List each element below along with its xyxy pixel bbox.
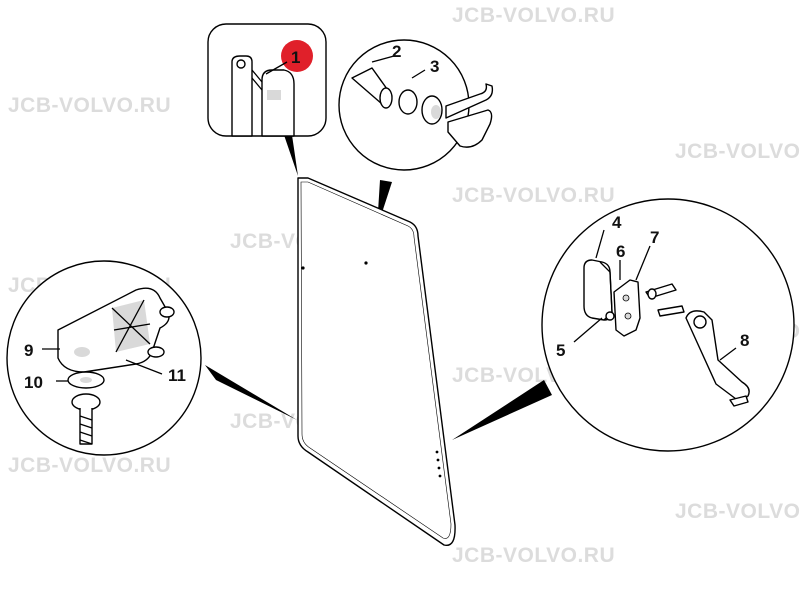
glass-panel [297, 177, 456, 547]
leader-line-1 [265, 61, 288, 75]
washer-hole [80, 377, 92, 383]
stay-arm-8 [685, 310, 750, 403]
handle-lever-upper [445, 83, 494, 119]
watermark: JCB-VOLVO.RU [452, 184, 615, 207]
highlight-marker [281, 40, 313, 72]
panel-hole [436, 458, 440, 462]
leader-line-5 [573, 317, 603, 343]
part-number-4: 4 [612, 213, 622, 232]
seal-profile-right [261, 69, 295, 137]
leader-line-2 [371, 55, 395, 63]
pointer-top-left [284, 135, 298, 176]
watermark: JCB-VOLVO.RU [675, 500, 800, 523]
panel-hole [364, 261, 368, 265]
leader-line-4 [595, 229, 605, 259]
detail-hinge-bracket: 9 10 11 [6, 260, 202, 456]
panel-hole [301, 266, 305, 270]
panel-hole [437, 466, 441, 470]
watermark: JCB-VOLVO.RU [675, 140, 800, 163]
part-number-2: 2 [392, 42, 401, 61]
seal-lip [251, 69, 263, 91]
bracket-ribs [111, 299, 151, 353]
part-number-6: 6 [616, 242, 625, 261]
glass-panel-outline [297, 177, 456, 547]
detail-frame [541, 198, 795, 452]
fixing-stud-5 [605, 311, 615, 321]
watermark: JCB-VOLVO.RU [452, 544, 615, 567]
screw-head [71, 393, 101, 411]
latch-pin-end [379, 87, 393, 109]
bracket-lug [159, 306, 175, 318]
seal-groove [267, 90, 281, 100]
seal-profile-left [231, 55, 253, 137]
washer [398, 89, 418, 115]
part-number-3: 3 [430, 57, 439, 76]
panel-hole [438, 474, 442, 478]
handle-grip [447, 109, 493, 148]
leader-line-3 [411, 69, 426, 79]
bracket-lug [147, 346, 165, 358]
arm-bolt [729, 395, 749, 407]
leader-line-8 [719, 347, 737, 361]
panel-hole [435, 450, 439, 454]
plate-hole [622, 294, 630, 302]
callout-pointers [205, 135, 552, 440]
plate-hole [624, 312, 632, 320]
pointer-left [205, 365, 297, 420]
screw-thread [79, 415, 93, 445]
part-number-11: 11 [168, 366, 186, 385]
bolt-lower [657, 305, 685, 317]
part-number-1: 1 [291, 48, 300, 67]
part-number-9: 9 [24, 341, 33, 360]
glass-panel-inner-edge [300, 181, 452, 539]
bolt-7-washer [647, 288, 657, 300]
arm-pivot [693, 315, 707, 329]
hinge-plate-6 [613, 279, 641, 337]
watermark: JCB-VOLVO.RU [8, 94, 171, 117]
detail-latch-handle: 2 3 [338, 39, 494, 171]
pointer-right [452, 380, 552, 440]
detail-seal-profile: 1 [207, 23, 327, 137]
part-number-7: 7 [650, 228, 659, 247]
leader-line-11 [125, 359, 163, 375]
part-number-10: 10 [24, 373, 43, 392]
part-number-5: 5 [556, 341, 565, 360]
watermark: JCB-VOLVO.RU [8, 454, 171, 477]
seal-end [236, 59, 246, 69]
leader-line-7 [635, 245, 651, 281]
spacer-hole [431, 105, 441, 119]
part-number-8: 8 [740, 331, 749, 350]
bracket-hole [74, 347, 90, 357]
detail-stay-arm: 4 6 7 5 8 [541, 198, 795, 452]
watermark: JCB-VOLVO.RU [452, 4, 615, 27]
